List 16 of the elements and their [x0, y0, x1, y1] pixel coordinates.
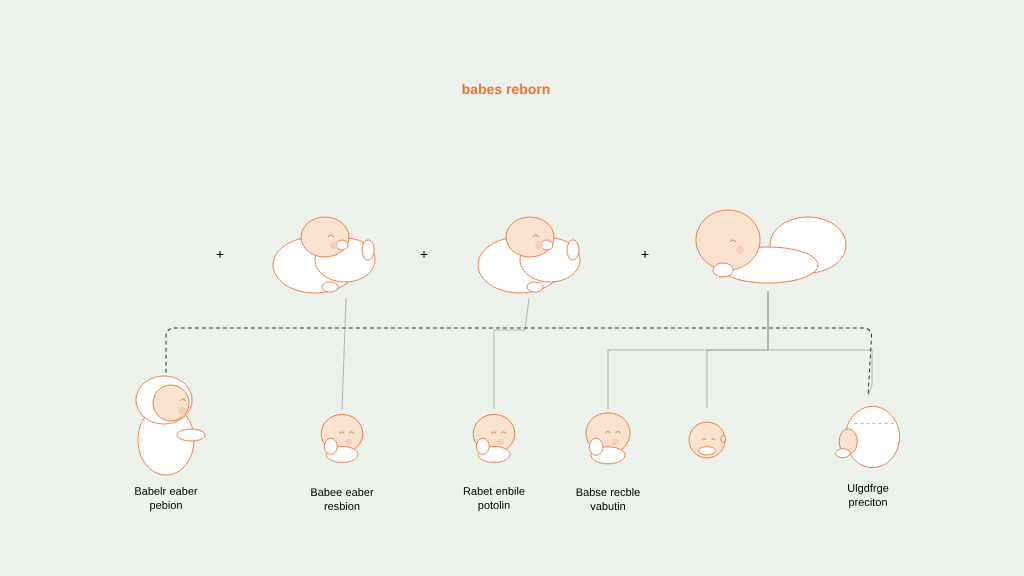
baby-drawing: [688, 421, 727, 459]
plus-sign: +: [420, 250, 428, 258]
baby-drawing: [477, 216, 581, 294]
baby-drawing: [272, 216, 376, 294]
baby-label: Rabet enbile potolin: [463, 486, 525, 512]
baby-drawing: [695, 209, 847, 284]
connector-line: [165, 327, 873, 397]
baby-label: Babse recble vabutin: [576, 488, 640, 511]
connector-line: [341, 297, 347, 411]
title: babes reborn: [462, 83, 550, 95]
baby-label: Babelr eaber pebion: [135, 486, 198, 512]
plus-sign: +: [216, 250, 224, 258]
baby-label: Babee eaber resbion: [311, 488, 374, 511]
baby-label: Ulgdfrge preciton: [848, 483, 889, 509]
connector-line: [493, 297, 530, 410]
plus-sign: +: [641, 250, 649, 258]
